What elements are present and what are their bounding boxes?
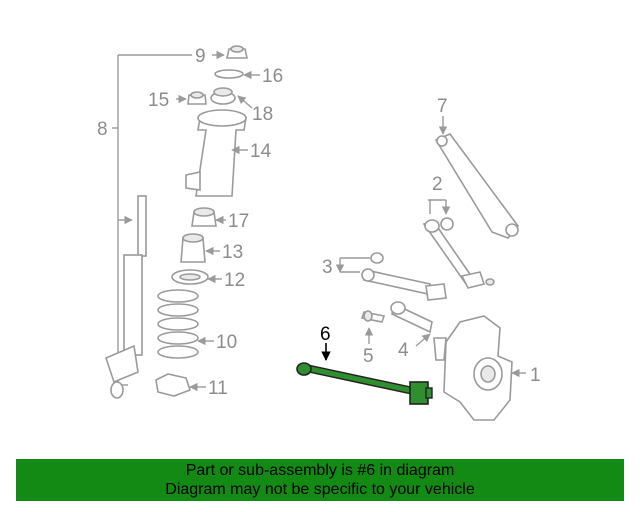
mount-18[interactable] [210,87,236,105]
leader-4 [415,333,431,347]
callout-16[interactable]: 16 [262,66,283,87]
callout-13[interactable]: 13 [222,242,243,263]
callout-8[interactable]: 8 [97,119,108,140]
callout-3[interactable]: 3 [322,257,333,278]
bumper-17[interactable] [191,207,217,227]
callout-4[interactable]: 4 [398,340,409,361]
leader-18 [237,95,253,109]
info-banner: Part or sub-assembly is #6 in diagram Di… [16,459,624,501]
nut-9[interactable] [226,45,248,59]
callout-9[interactable]: 9 [195,46,206,67]
nut-15[interactable] [187,91,207,105]
knuckle-1[interactable] [443,315,513,421]
callout-18[interactable]: 18 [252,104,273,125]
callout-2[interactable]: 2 [432,174,443,195]
callout-1[interactable]: 1 [530,365,541,386]
insulator-12[interactable] [171,269,209,285]
callout-12[interactable]: 12 [224,270,245,291]
arm-3[interactable] [361,252,447,301]
lower-insulator-11[interactable] [155,373,192,397]
callout-11[interactable]: 11 [208,378,228,399]
link-4[interactable] [390,301,447,361]
parts-diagram: 1 2 3 4 5 6 7 8 9 10 11 12 13 14 15 16 1… [97,45,541,421]
leader-2 [428,199,446,214]
lateral-link-6[interactable] [296,362,433,405]
shock-absorber[interactable] [105,195,147,399]
link-arm-2[interactable] [422,217,495,289]
leader-3 [340,257,370,272]
callout-15[interactable]: 15 [148,90,169,111]
callout-6[interactable]: 6 [320,324,331,345]
upper-arm-7[interactable] [434,133,520,239]
bump-stop-13[interactable] [180,233,206,263]
callout-14[interactable]: 14 [250,141,272,162]
air-spring-14[interactable] [185,109,247,197]
bolt-5[interactable] [360,310,386,323]
washer-16[interactable] [214,69,244,79]
coil-spring-10[interactable] [157,289,199,359]
callout-7[interactable]: 7 [437,96,448,117]
callout-10[interactable]: 10 [216,332,237,353]
banner-line-2: Diagram may not be specific to your vehi… [165,481,475,498]
callout-17[interactable]: 17 [228,211,249,232]
banner-line-1: Part or sub-assembly is #6 in diagram [185,462,455,479]
callout-5[interactable]: 5 [363,346,374,367]
